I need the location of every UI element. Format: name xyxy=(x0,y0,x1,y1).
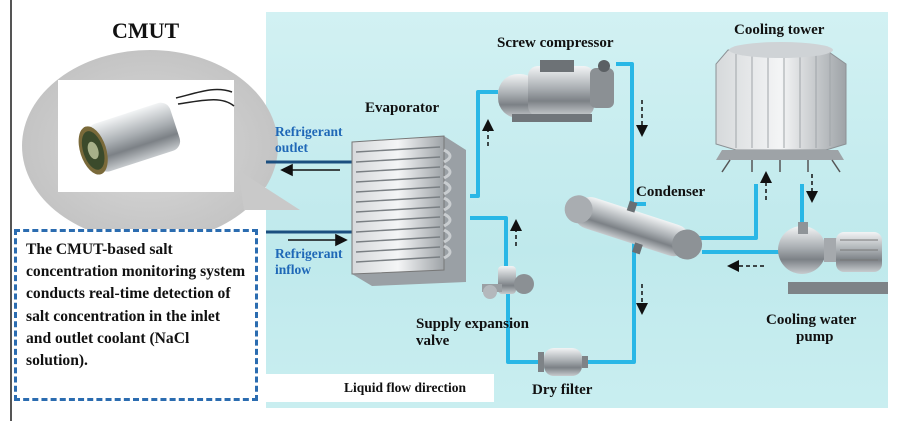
evaporator-label: Evaporator xyxy=(365,100,440,116)
left-divider xyxy=(10,0,12,421)
pipe-drier-to-valve xyxy=(506,288,540,364)
pipe-valve-to-evaporator xyxy=(470,216,508,268)
cooling-water-pump-image xyxy=(778,222,888,294)
supply-expansion-valve-image xyxy=(482,266,534,299)
dry-filter-label: Dry filter xyxy=(532,382,593,398)
pipe-condenser-to-drier xyxy=(584,242,636,364)
cmut-sensor-image xyxy=(78,88,235,175)
legend-label: Liquid flow direction xyxy=(344,380,467,395)
refrigerant-lines xyxy=(266,160,352,234)
cmut-title: CMUT xyxy=(112,18,180,43)
cmut-description-text: The CMUT-based salt concentration monito… xyxy=(26,241,246,370)
condenser-image xyxy=(564,195,703,260)
refrigerant-outlet-label: Refrigerant outlet xyxy=(275,124,343,155)
condenser-label: Condenser xyxy=(636,184,706,200)
pipe-compressor-to-condenser xyxy=(616,62,646,206)
refrigerant-pipes xyxy=(470,62,804,364)
evaporator-image xyxy=(351,135,466,286)
cooling-tower-label: Cooling tower xyxy=(734,22,825,38)
pipe-condenser-to-tower xyxy=(688,184,758,240)
cmut-description-box: The CMUT-based salt concentration monito… xyxy=(14,229,258,401)
screw-compressor-label: Screw compressor xyxy=(497,35,614,51)
supply-expansion-valve-label: Supply expansion valve xyxy=(416,316,529,349)
pipe-evaporator-to-compressor xyxy=(470,90,498,198)
screw-compressor-image xyxy=(498,60,614,122)
cooling-tower-image xyxy=(715,42,847,173)
legend: Liquid flow direction xyxy=(266,374,494,402)
refrigerant-flow-arrows xyxy=(280,163,348,247)
refrigerant-inflow-label: Refrigerant inflow xyxy=(275,246,343,277)
cooling-water-pump-label: Cooling water pump xyxy=(766,312,857,345)
dry-filter-image xyxy=(538,348,588,376)
